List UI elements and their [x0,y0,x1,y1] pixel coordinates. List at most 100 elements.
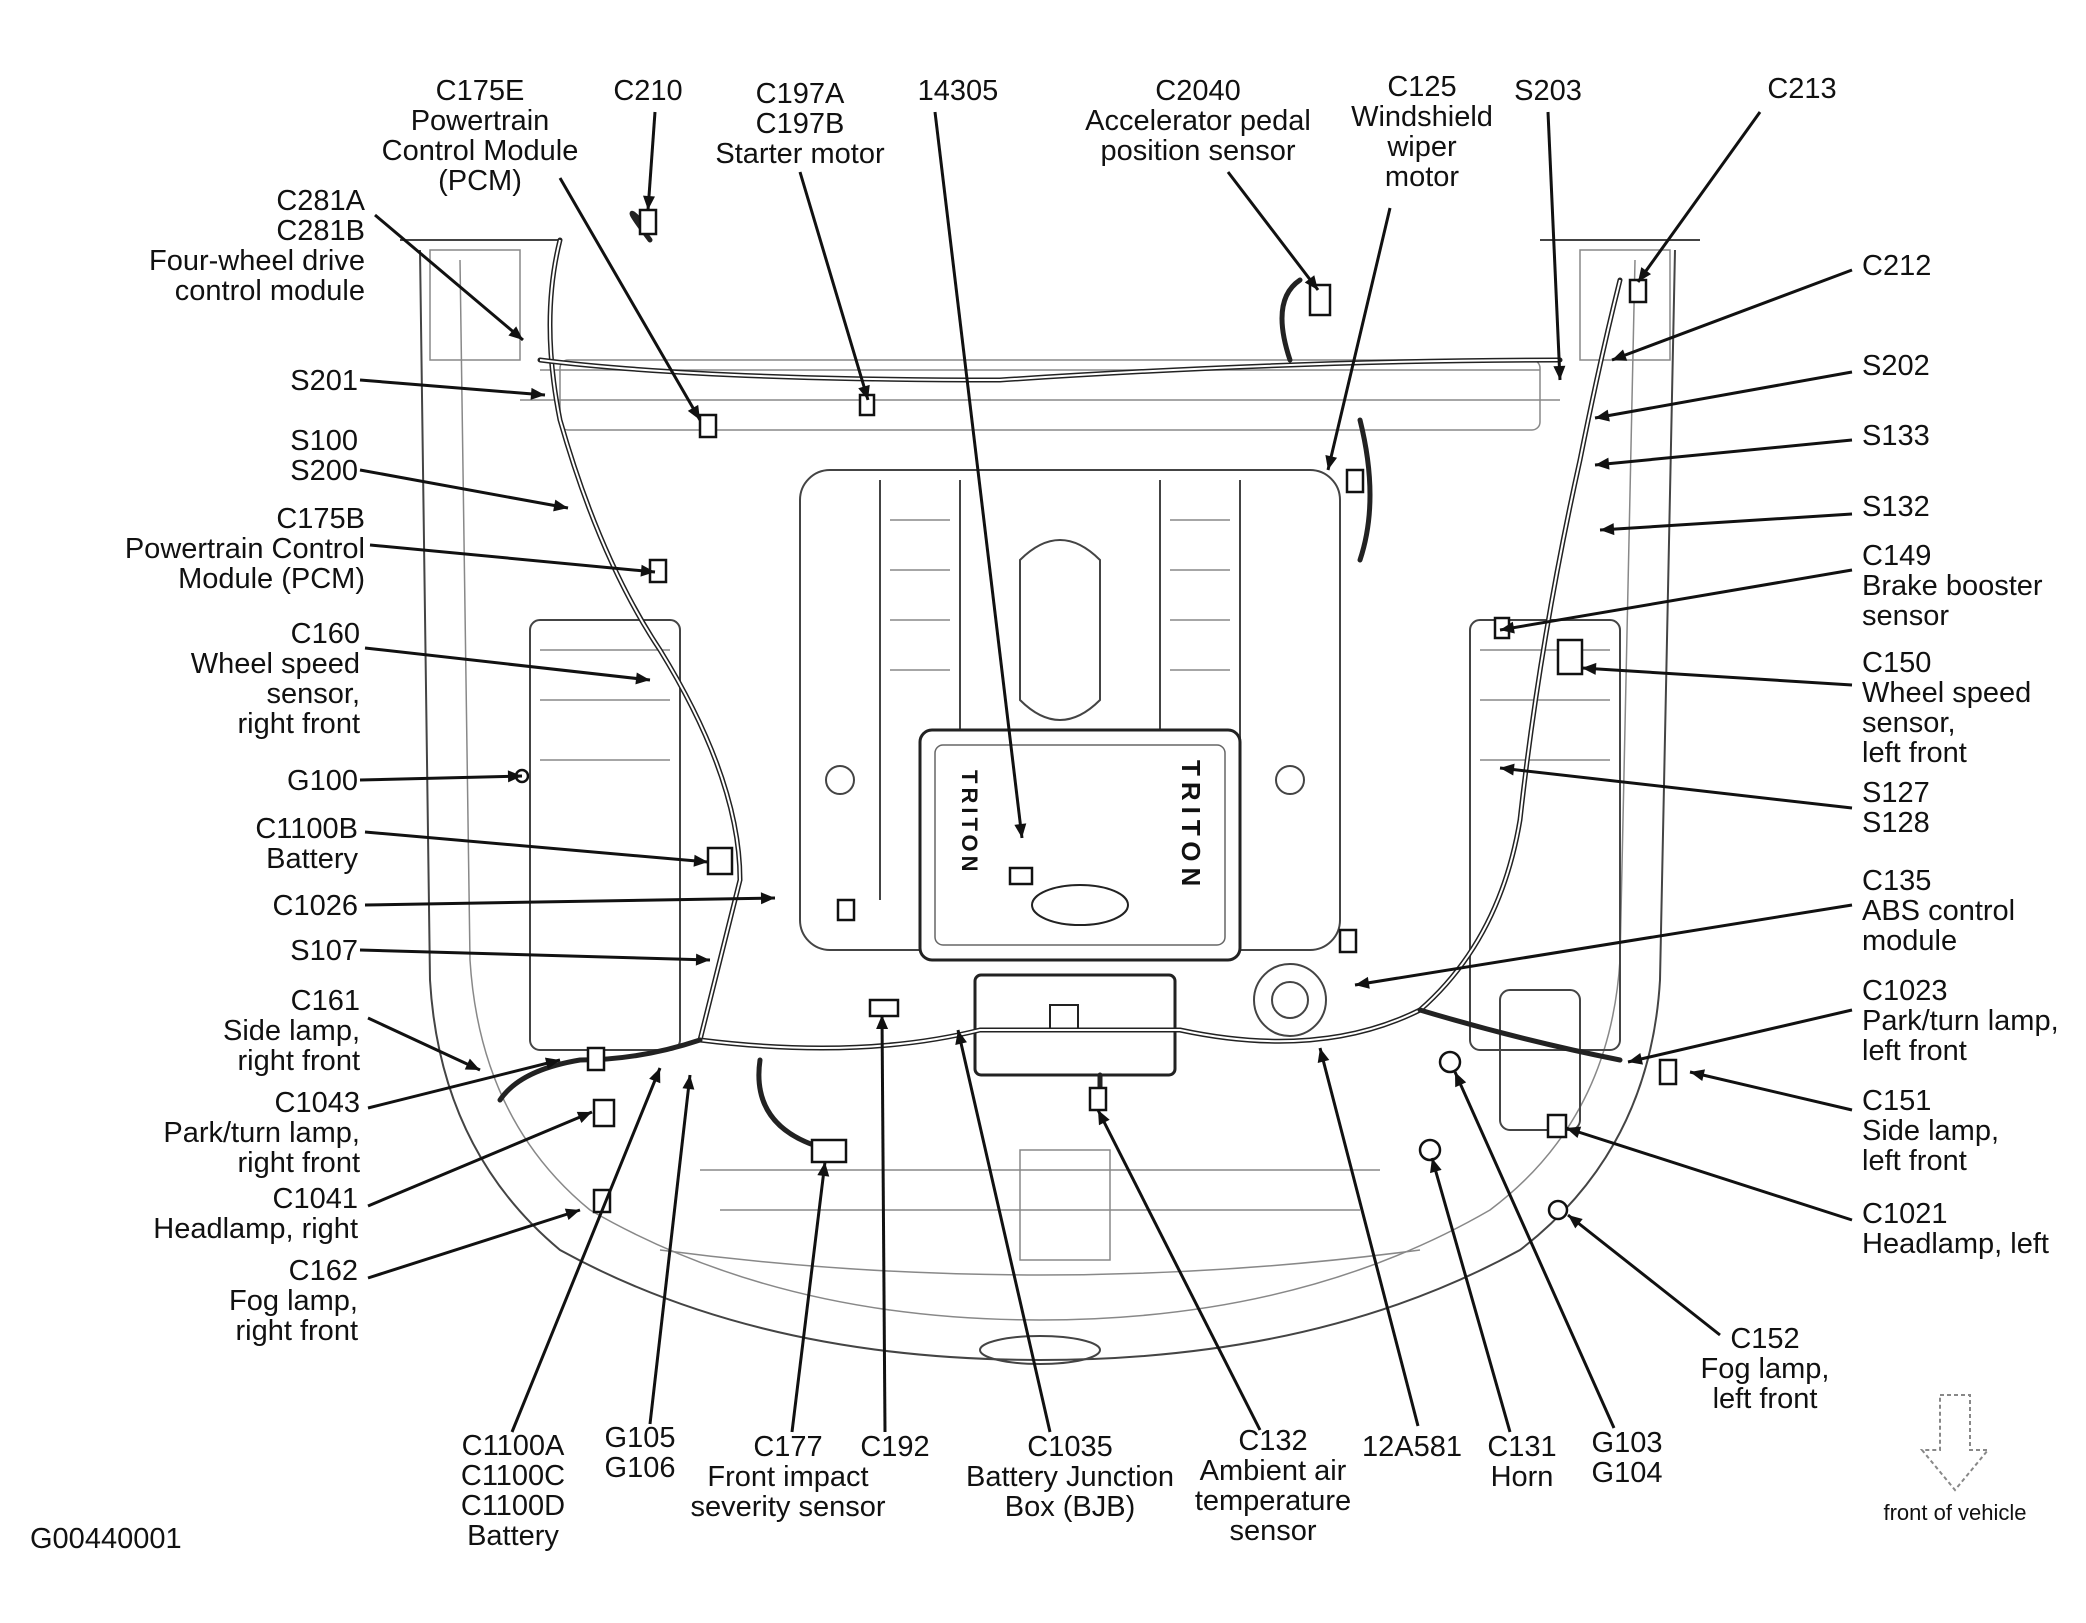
arrowhead-n12a581 [1317,1048,1330,1064]
arrowhead-c197 [858,384,870,400]
callout-line: Starter motor [715,138,885,170]
callout-line: Front impact [707,1461,868,1493]
arrowhead-c131 [1430,1158,1442,1174]
callout-line: S200 [290,455,358,487]
leader-s202 [1594,370,1853,420]
callout-s201: S201 [290,365,358,397]
arrowhead-g105 [682,1075,695,1090]
leader-c149 [1499,568,1853,632]
leader-c1041 [367,1110,593,1208]
callout-line: right front [238,1147,361,1179]
leader-c1026 [364,896,776,907]
leader-g103 [1453,1071,1616,1429]
arrowhead-g103 [1455,1072,1467,1088]
arrowhead-c150 [1582,662,1597,675]
engine-cover-text: TRITON [1176,760,1206,892]
callout-c213: C213 [1767,73,1836,105]
callout-line: C281A [276,185,365,217]
callout-line: Box (BJB) [1005,1491,1136,1523]
callout-line: Headlamp, right [153,1213,358,1245]
callout-line: C1100A [462,1430,565,1462]
figure-id: G00440001 [30,1523,182,1555]
callout-line: C177 [753,1431,822,1463]
callout-line: C1035 [1027,1431,1112,1463]
leader-n14305 [933,111,1024,839]
callout-line: C2040 [1155,75,1240,107]
callout-line: left front [1862,1035,1967,1067]
leader-c175b [369,543,656,574]
arrowhead-c177 [817,1162,830,1177]
leader-c175e [558,177,702,421]
callout-line: C197A [756,78,845,110]
leader-c192 [880,1014,887,1433]
callout-line: temperature [1195,1485,1351,1517]
callout-line: right front [238,1045,361,1077]
callout-line: C1043 [275,1087,360,1119]
callout-line: Headlamp, left [1862,1228,2049,1260]
callout-line: S203 [1514,75,1582,107]
callout-line: sensor, [267,678,361,710]
callout-line: sensor [1862,600,1949,632]
callout-line: Control Module [382,135,579,167]
leader-c131 [1430,1157,1512,1433]
callout-s203: S203 [1514,75,1582,107]
engine-cover: TRITON TRITON [918,728,1242,962]
arrowhead-c1023 [1628,1052,1643,1065]
callout-line: C175E [436,75,525,107]
callout-line: Powertrain Control [125,533,365,565]
arrowhead-c125 [1325,454,1338,470]
leader-g105 [648,1074,692,1425]
callout-line: C281B [276,215,365,247]
leader-c151 [1689,1070,1853,1112]
callout-line: right front [236,1315,359,1347]
callout-line: S202 [1862,350,1930,382]
callout-line: C150 [1862,647,1931,679]
callout-line: 14305 [918,75,999,107]
arrowhead-s132 [1600,523,1615,536]
leader-s107 [359,948,711,962]
arrowhead-c161 [464,1058,480,1070]
arrowhead-g100 [507,770,522,783]
callout-line: Wheel speed [1862,677,2031,709]
callout-line: S100 [290,425,358,457]
leader-c135 [1354,903,1853,987]
callout-line: ABS control [1862,895,2015,927]
leader-c1021 [1565,1126,1853,1222]
leader-c132 [1096,1109,1262,1431]
callout-line: C151 [1862,1085,1931,1117]
front-of-vehicle-label: front of vehicle [1883,1500,2026,1525]
leader-s203 [1546,111,1562,381]
callout-line: Battery [266,843,358,875]
leader-s201 [359,378,546,397]
callout-line: C125 [1387,71,1456,103]
callout-c212: C212 [1862,250,1931,282]
callout-line: Side lamp, [1862,1115,1999,1147]
callout-line: sensor, [1862,707,1956,739]
callout-line: C1021 [1862,1198,1947,1230]
callout-line: C135 [1862,865,1931,897]
leader-c1100a [510,1067,662,1433]
arrowhead-c1100a [649,1068,661,1084]
callout-c210: C210 [613,75,682,107]
arrowhead-n14305 [1014,823,1027,838]
arrowhead-c2040 [1304,275,1318,290]
leader-c212 [1611,268,1853,362]
leader-c152 [1567,1213,1721,1337]
callout-line: Brake booster [1862,570,2043,602]
callout-line: left front [1862,737,1967,769]
callout-line: C212 [1862,250,1931,282]
callout-line: Park/turn lamp, [163,1117,360,1149]
leader-c1023 [1627,1008,1853,1064]
